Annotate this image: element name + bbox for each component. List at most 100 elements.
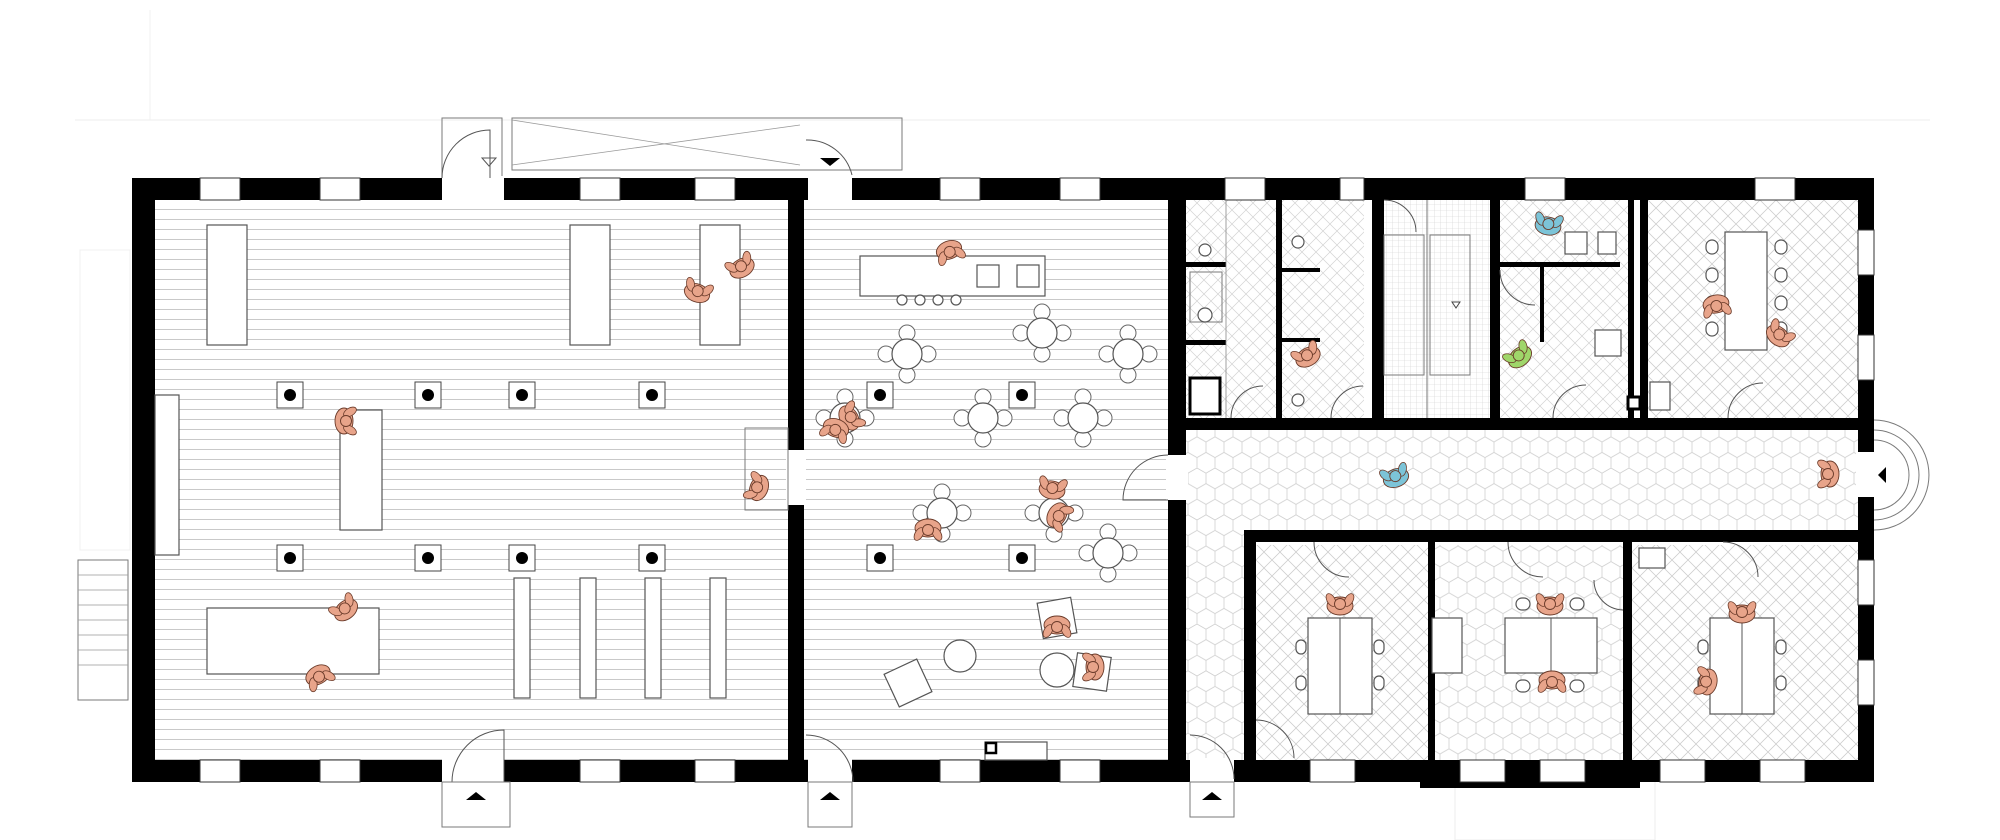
corridor-lower-floor bbox=[1186, 530, 1244, 760]
door-swing-icon bbox=[1507, 541, 1544, 578]
window-icon bbox=[1857, 659, 1875, 706]
north-entry-landing bbox=[441, 117, 503, 179]
column-icon bbox=[638, 544, 666, 572]
window-icon bbox=[1759, 759, 1806, 783]
shower bbox=[1188, 376, 1222, 416]
person-icon bbox=[1046, 502, 1075, 533]
rack bbox=[579, 577, 597, 699]
service-rooms bbox=[1188, 200, 1671, 418]
wall-shelf bbox=[154, 394, 180, 556]
person-icon bbox=[819, 417, 850, 445]
north-ramp bbox=[511, 117, 903, 171]
door-swing-icon bbox=[451, 729, 505, 783]
corridor-floor bbox=[1186, 430, 1858, 530]
person-icon bbox=[1766, 318, 1796, 348]
window-icon bbox=[939, 759, 981, 783]
window-icon bbox=[694, 759, 736, 783]
east-entry-canopy bbox=[1873, 419, 1930, 531]
sink bbox=[1597, 231, 1617, 255]
person-icon bbox=[334, 406, 357, 436]
window-icon bbox=[1339, 177, 1365, 201]
side-table bbox=[1431, 617, 1463, 674]
person-icon bbox=[1817, 459, 1840, 489]
door-swing-icon bbox=[441, 129, 491, 179]
entrance-arrow-icon bbox=[820, 158, 840, 166]
people bbox=[305, 211, 1840, 696]
entrance-arrow-icon bbox=[1202, 792, 1222, 800]
window-icon bbox=[939, 177, 981, 201]
door-swing-icon bbox=[1189, 734, 1235, 780]
person-icon bbox=[1325, 593, 1355, 616]
cafe-table bbox=[1053, 388, 1113, 448]
person-icon bbox=[1727, 601, 1757, 624]
person-icon bbox=[913, 518, 943, 541]
window-icon bbox=[1857, 334, 1875, 381]
toilet bbox=[1197, 307, 1213, 323]
large-table bbox=[206, 607, 380, 675]
window-icon bbox=[1059, 759, 1101, 783]
column-icon bbox=[1008, 381, 1036, 409]
column-icon bbox=[276, 381, 304, 409]
entrance-arrow-icon bbox=[1878, 467, 1886, 483]
column-icon bbox=[508, 381, 536, 409]
south-entry-landing bbox=[441, 781, 511, 828]
door-swing-icon bbox=[1230, 385, 1264, 419]
column-icon bbox=[414, 544, 442, 572]
person-icon bbox=[1038, 475, 1068, 500]
meeting-table bbox=[1724, 231, 1768, 351]
stair-floor bbox=[1384, 200, 1490, 418]
person-icon bbox=[1502, 339, 1532, 369]
window-icon bbox=[319, 759, 361, 783]
window-icon bbox=[319, 177, 361, 201]
exterior-stair-treads bbox=[78, 574, 128, 666]
door-swing-icon bbox=[805, 734, 854, 783]
exterior-stair bbox=[77, 559, 129, 701]
window-icon bbox=[199, 177, 241, 201]
person-icon bbox=[1534, 211, 1564, 236]
stair bbox=[1383, 234, 1425, 376]
person-icon bbox=[1537, 670, 1567, 693]
person-icon bbox=[1535, 593, 1565, 616]
cafe-table bbox=[877, 324, 937, 384]
rack bbox=[644, 577, 662, 699]
stair bbox=[1429, 234, 1471, 376]
rack bbox=[709, 577, 727, 699]
workbench bbox=[699, 224, 741, 346]
window-icon bbox=[579, 759, 621, 783]
person-icon bbox=[742, 471, 770, 502]
window-icon bbox=[1857, 559, 1875, 606]
meeting-room-furniture bbox=[1705, 231, 1788, 351]
rack bbox=[513, 577, 531, 699]
person-icon bbox=[305, 664, 336, 693]
sink bbox=[1594, 329, 1622, 357]
toilet bbox=[1291, 235, 1305, 249]
door-swing-icon bbox=[805, 139, 853, 176]
column-icon bbox=[276, 544, 304, 572]
window-icon bbox=[1309, 759, 1356, 783]
door-swing-icon bbox=[1313, 541, 1350, 578]
window-icon bbox=[199, 759, 241, 783]
window-icon bbox=[579, 177, 621, 201]
door-swing-icon bbox=[1722, 541, 1759, 578]
window-icon bbox=[1459, 759, 1506, 783]
cabinet bbox=[1649, 381, 1671, 411]
windows bbox=[199, 177, 1875, 783]
window-icon bbox=[1539, 759, 1586, 783]
person-icon bbox=[683, 276, 714, 304]
column-icon bbox=[1008, 544, 1036, 572]
cafe-tables bbox=[815, 303, 1158, 583]
door-swing-icon bbox=[1122, 454, 1169, 501]
toilet bbox=[1291, 393, 1305, 407]
columns bbox=[276, 381, 1036, 572]
door-swing-icon bbox=[1383, 199, 1417, 233]
door-swing-icon bbox=[1727, 382, 1764, 419]
cafe-table bbox=[1078, 523, 1138, 583]
door-swing-icon bbox=[1255, 719, 1295, 759]
window-icon bbox=[694, 177, 736, 201]
column-icon bbox=[866, 544, 894, 572]
south-entry-landing bbox=[1189, 781, 1235, 818]
entrance-arrow-icon bbox=[466, 792, 486, 800]
window-icon bbox=[1857, 229, 1875, 276]
